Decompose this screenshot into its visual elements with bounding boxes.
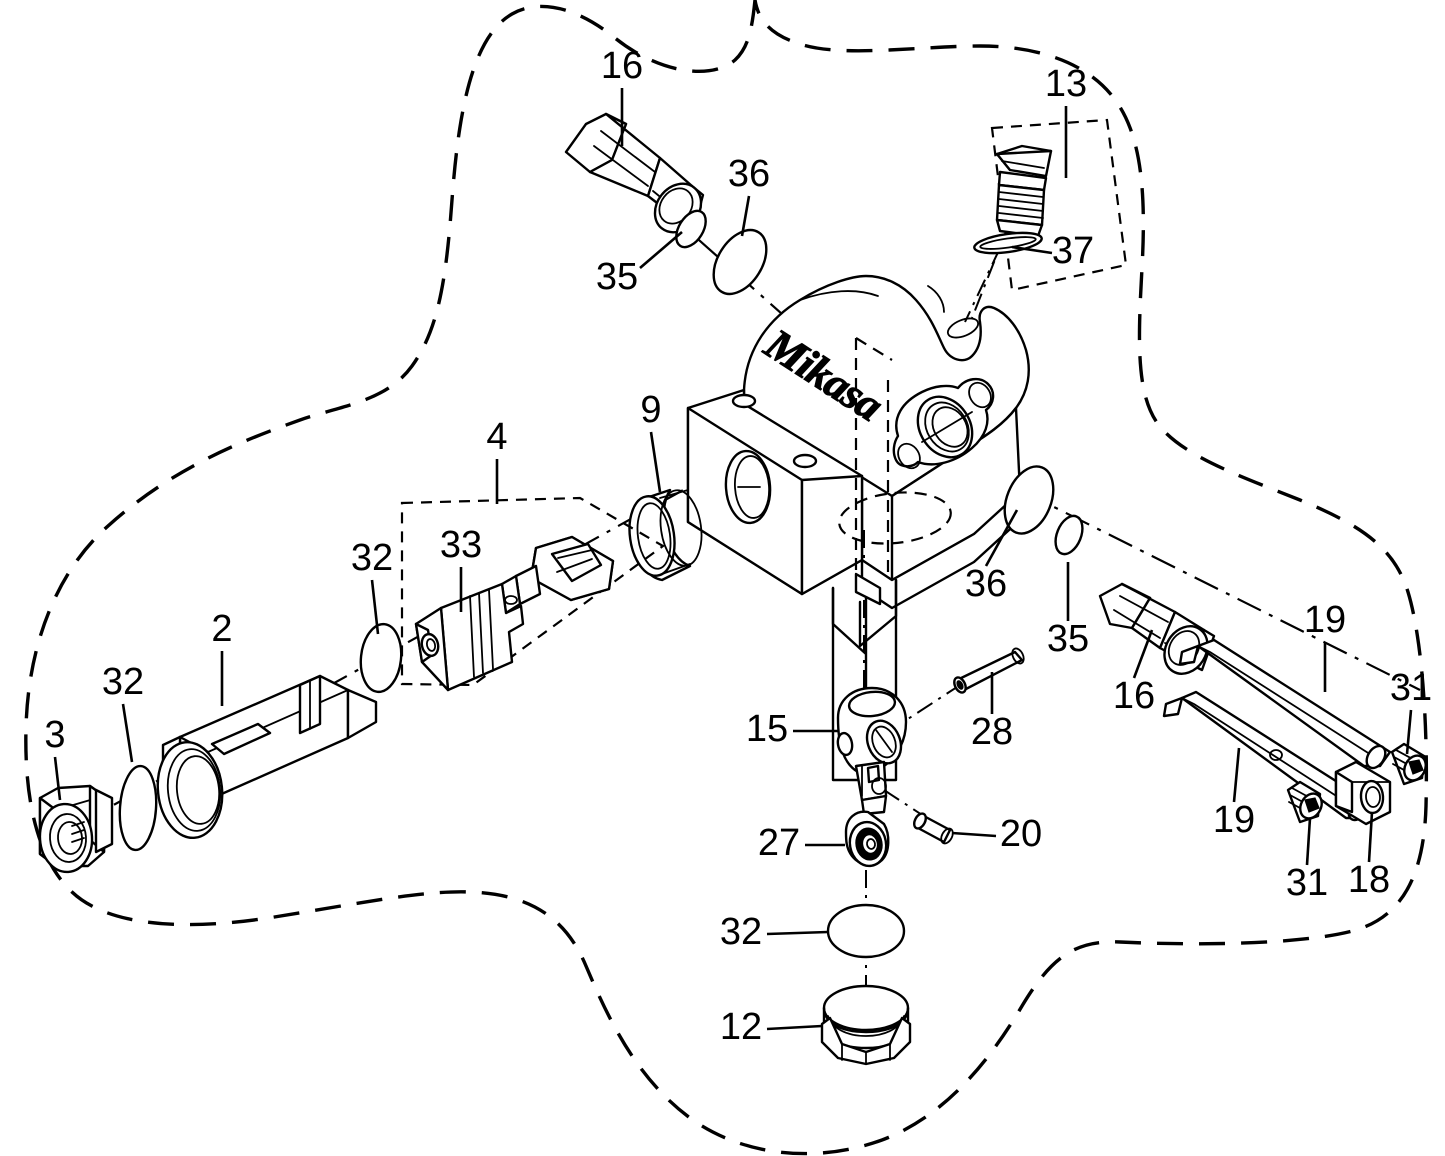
- callout-15-ball-joint-housing: 15: [746, 708, 838, 750]
- callout-35-o-ring-tiny: 35: [1047, 562, 1089, 660]
- callout-number: 35: [596, 256, 638, 298]
- callout-36-o-ring-large: 36: [965, 509, 1019, 605]
- callout-number: 12: [720, 1006, 762, 1048]
- part-27-ball-bearing: [844, 810, 890, 868]
- part-36-oring-right: [1003, 465, 1055, 535]
- callout-number: 32: [720, 911, 762, 953]
- part-31-set-screw-right: [1390, 742, 1427, 786]
- callout-number: 18: [1348, 859, 1390, 901]
- part-32-oring-mid-left: [359, 622, 403, 694]
- callout-number: 19: [1213, 799, 1255, 841]
- callout-number: 31: [1390, 667, 1432, 709]
- callout-12-screw-cap-plug: 12: [720, 1006, 823, 1048]
- callout-number: 9: [640, 389, 661, 431]
- callout-number: 13: [1045, 63, 1087, 105]
- part-15-ball-joint-housing: [836, 686, 908, 816]
- callout-number: 33: [440, 524, 482, 566]
- part-33-control-valve-spool: [414, 535, 615, 692]
- main-body-casting: [686, 274, 1030, 610]
- leader-line: [951, 831, 997, 838]
- leader-line: [740, 195, 751, 237]
- part-2-cylinder-sleeve: [156, 674, 378, 840]
- callout-number: 16: [601, 45, 643, 87]
- callout-3-gland-nut: 3: [44, 714, 66, 801]
- callout-number: 3: [44, 714, 65, 756]
- group-13-37-detail-box: [973, 118, 1128, 292]
- part-32-oring-far-left: [118, 764, 158, 852]
- callout-number: 15: [746, 708, 788, 750]
- leader-line: [766, 1024, 823, 1031]
- leader-line: [1132, 629, 1154, 679]
- leader-line: [121, 703, 134, 763]
- callout-27-ball-bearing: 27: [758, 822, 845, 864]
- leader-line: [984, 509, 1019, 567]
- callout-number: 4: [486, 416, 507, 458]
- part-36-oring-upper: [712, 228, 768, 296]
- callout-4-valve-assembly-group: 4: [486, 416, 508, 504]
- callout-number: 28: [971, 711, 1013, 753]
- callout-number: 31: [1286, 862, 1328, 904]
- callout-32-o-ring: 32: [351, 537, 393, 635]
- part-13-threaded-plug: [995, 144, 1053, 238]
- callout-37-o-ring-small: 37: [1011, 230, 1094, 272]
- callout-9-seal-ring: 9: [640, 389, 662, 493]
- leader-line: [1305, 817, 1312, 866]
- callout-33-control-valve-spool: 33: [440, 524, 482, 612]
- part-28-dowel-pin: [953, 647, 1025, 694]
- leader-line: [1405, 709, 1413, 755]
- part-31-set-screw-lower: [1286, 780, 1323, 824]
- callout-19-tie-rod: 19: [1304, 599, 1346, 692]
- callout-number: 27: [758, 822, 800, 864]
- leader-line: [53, 756, 62, 801]
- callout-number: 16: [1113, 675, 1155, 717]
- callout-13-threaded-filler-plug: 13: [1045, 63, 1087, 178]
- leader-line: [1367, 811, 1374, 863]
- leader-line: [1232, 747, 1241, 803]
- callout-31-set-screw: 31: [1286, 817, 1328, 904]
- leader-line: [639, 231, 683, 269]
- group-boundary-outline: [24, 0, 1429, 1156]
- callout-number: 36: [728, 153, 770, 195]
- callout-31-set-screw: 31: [1390, 667, 1432, 755]
- leader-line: [649, 431, 662, 493]
- callout-32-o-ring: 32: [102, 661, 144, 763]
- part-3-gland-nut: [38, 784, 114, 874]
- callout-16-quick-coupler-male: 16: [601, 45, 643, 146]
- part-18-rod-end-block: [1334, 760, 1392, 826]
- part-12-screw-cap-plug: [820, 984, 912, 1066]
- callout-number: 19: [1304, 599, 1346, 641]
- part-20-dowel-pin: [913, 812, 954, 845]
- callout-number: 32: [351, 537, 393, 579]
- callout-number: 2: [211, 608, 232, 650]
- body-flange-boss: [892, 377, 995, 470]
- callout-36-o-ring-large: 36: [728, 153, 770, 237]
- leader-line: [370, 579, 380, 635]
- part-35-oring-right: [1054, 514, 1084, 556]
- callout-number: 20: [1000, 813, 1042, 855]
- callout-layer: 16 13 36 37 35 9 4 32 33 36 2 19 35 16 31 28 15 32 3 19 20 27…: [44, 45, 1432, 1048]
- group-4-valve-detail-box: [400, 496, 666, 692]
- callout-16-quick-coupler-male: 16: [1113, 629, 1155, 717]
- part-32-oring-bottom: [826, 903, 906, 959]
- callout-number: 32: [102, 661, 144, 703]
- callout-number: 35: [1047, 618, 1089, 660]
- callout-18-rod-end-block: 18: [1348, 811, 1390, 901]
- part-35-oring-upper: [675, 209, 707, 249]
- callout-28-dowel-pin: 28: [971, 672, 1013, 753]
- callout-2-cylinder-sleeve: 2: [211, 608, 233, 706]
- leader-line: [1011, 245, 1053, 255]
- leader-line: [766, 930, 829, 936]
- callout-number: 37: [1052, 230, 1094, 272]
- callout-35-o-ring-tiny: 35: [596, 231, 683, 298]
- callout-19-tie-rod: 19: [1213, 747, 1255, 841]
- part-19-tie-rod-upper: [1178, 638, 1392, 770]
- callout-32-o-ring: 32: [720, 911, 829, 953]
- callout-20-dowel-pin: 20: [951, 813, 1042, 855]
- callout-number: 36: [965, 563, 1007, 605]
